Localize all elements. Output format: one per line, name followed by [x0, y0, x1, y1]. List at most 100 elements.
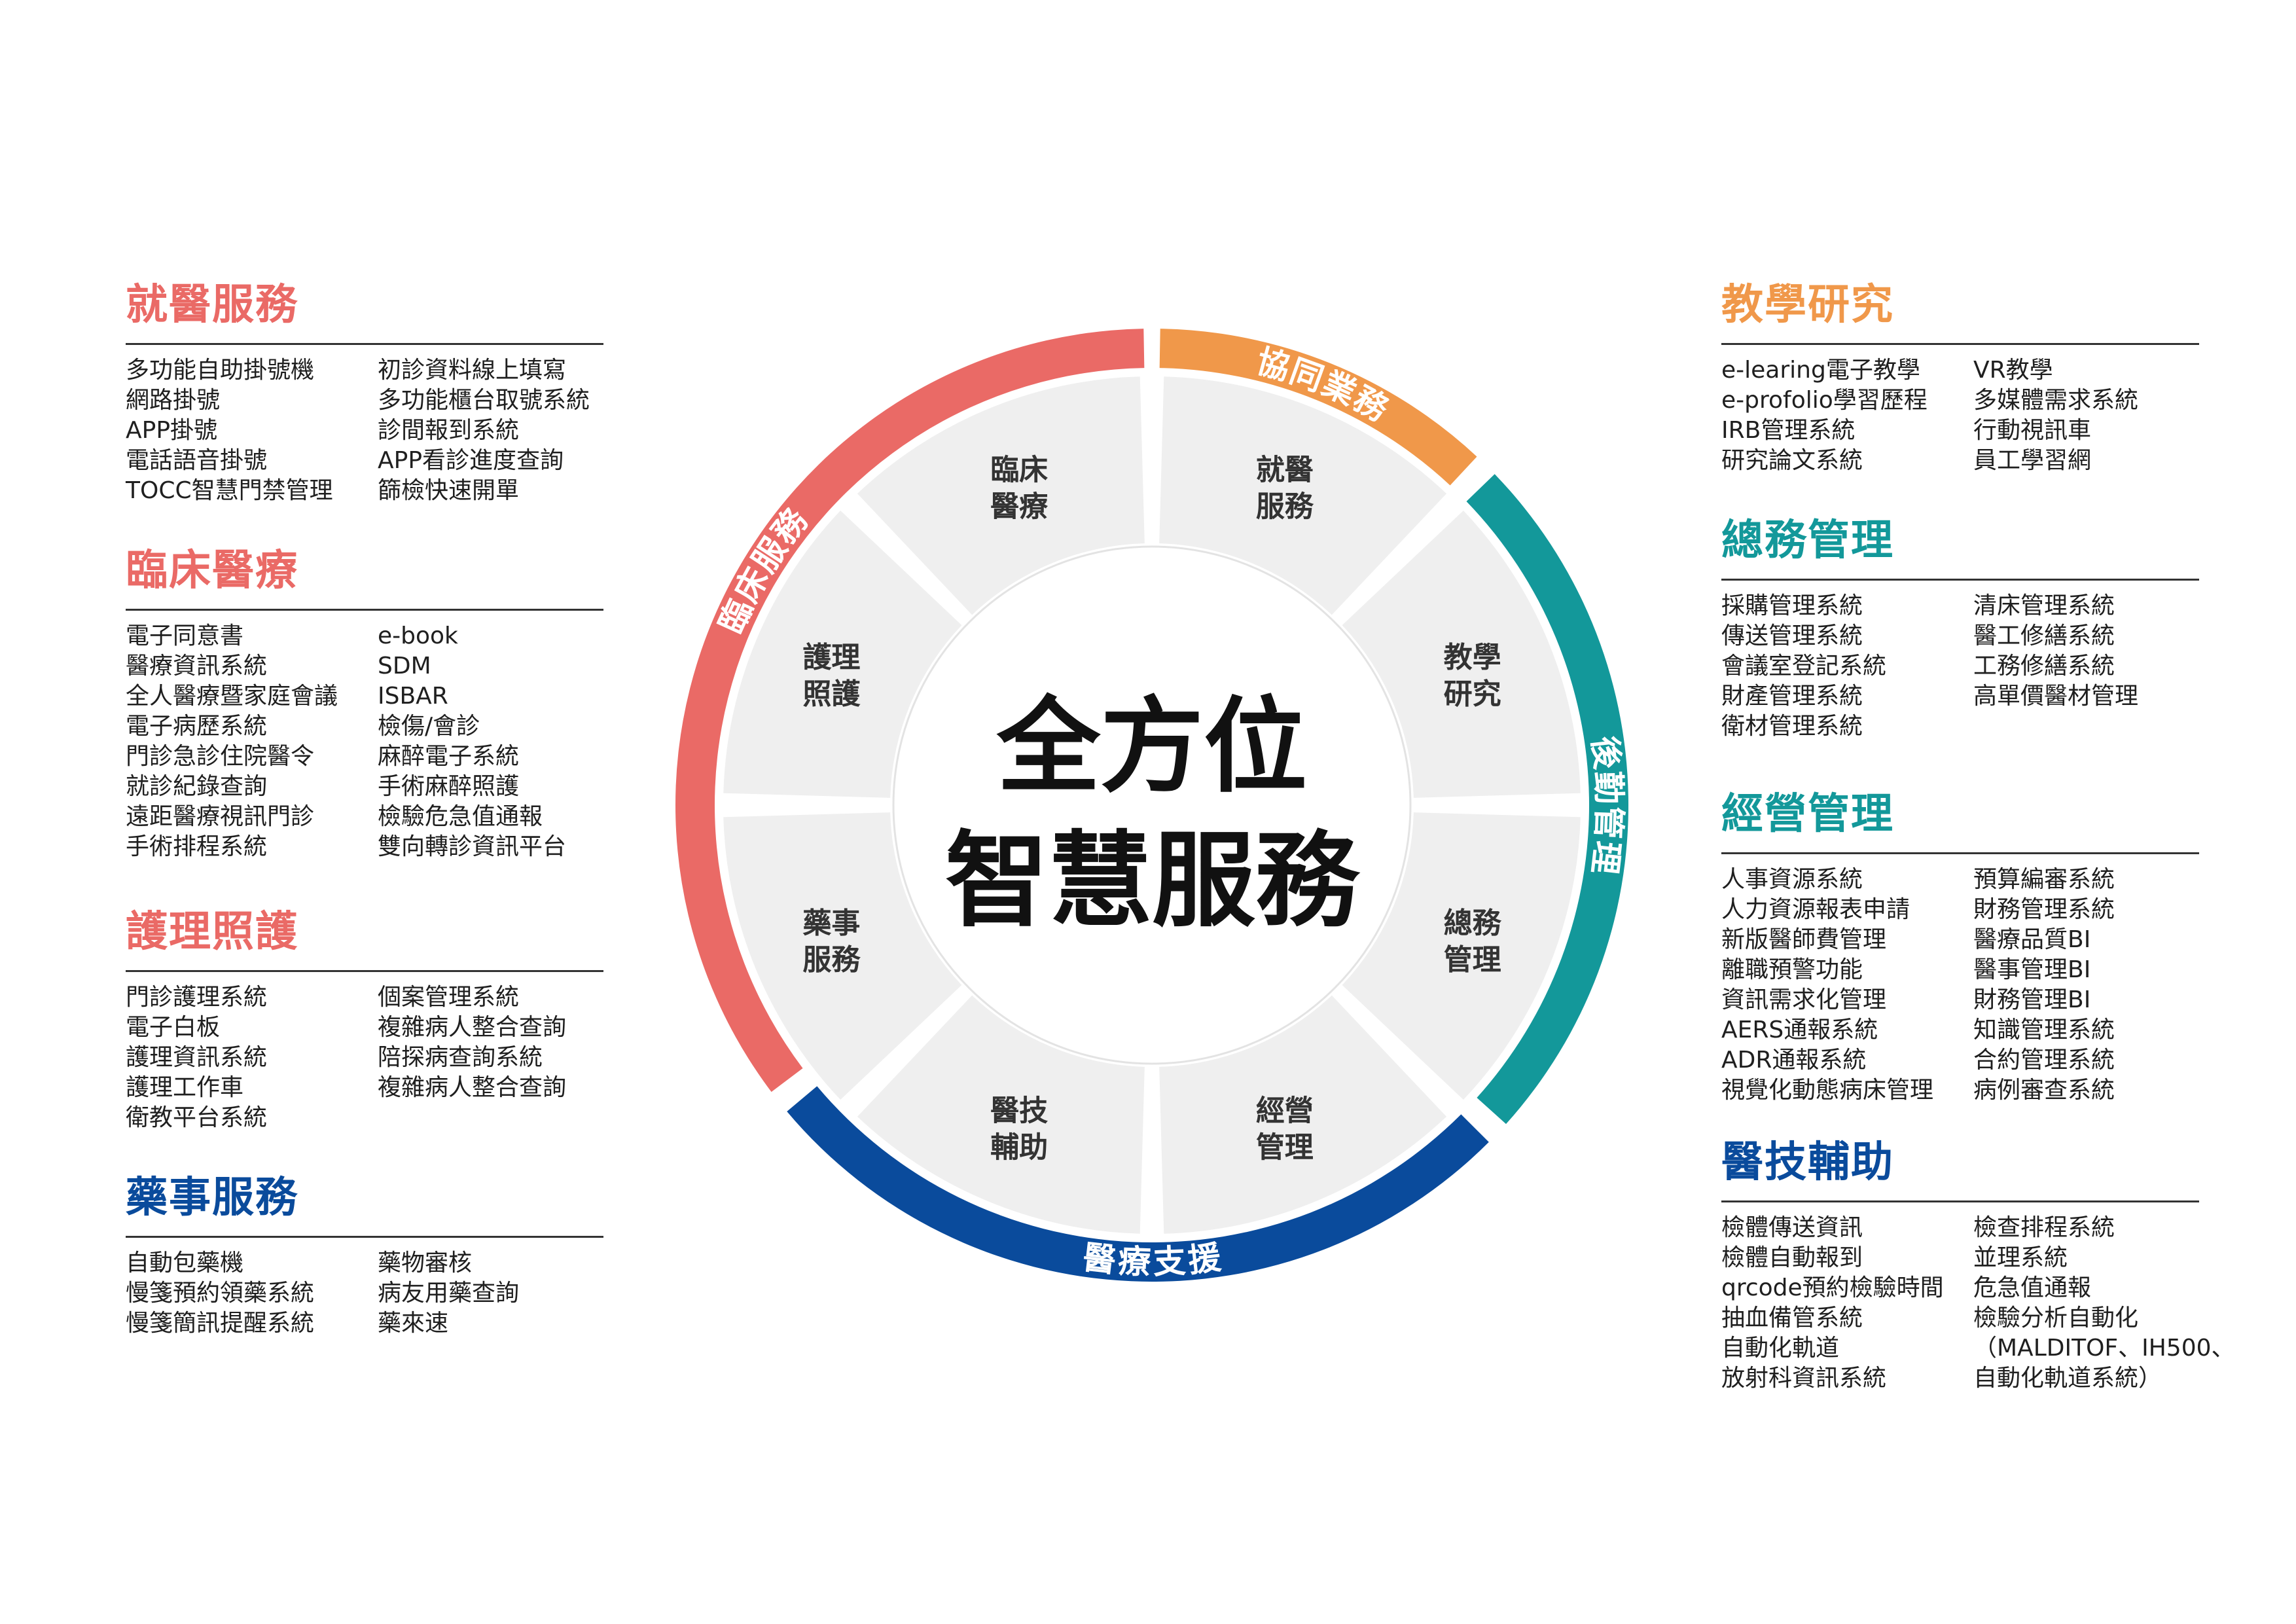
segment-label-jingying-line2: 管理	[1256, 1131, 1314, 1164]
list-item: 並理系統	[1973, 1244, 2068, 1271]
segment-huli	[723, 510, 962, 798]
list-item: 醫療資訊系統	[126, 653, 268, 679]
segment-label-zongwu-line2: 管理	[1444, 943, 1501, 977]
segment-jiuyi	[1159, 376, 1447, 615]
list-item: 醫療品質BI	[1973, 926, 2091, 953]
list-item: 抽血備管系統	[1721, 1305, 1863, 1331]
section-yaoshi-fuwu: 藥事服務 自動包藥機慢箋預約領藥系統慢箋簡訊提醒系統 藥物審核病友用藥查詢藥來速	[126, 1172, 603, 1339]
ring-label-support-char: 醫	[1081, 1238, 1118, 1280]
item-column-1: 電子同意書醫療資訊系統全人醫療暨家庭會議電子病歷系統門診急診住院醫令就診紀錄查詢…	[126, 621, 378, 862]
item-columns: 採購管理系統傳送管理系統會議室登記系統財產管理系統衛材管理系統 清床管理系統醫工…	[1721, 591, 2199, 742]
list-item: 預算編審系統	[1973, 866, 2115, 893]
list-item: 高單價醫材管理	[1973, 683, 2139, 710]
list-item: e-learing電子教學	[1721, 357, 1920, 384]
list-item: 衛材管理系統	[1721, 713, 1863, 740]
list-item: 新版醫師費管理	[1721, 926, 1887, 953]
list-item: 檢驗分析自動化	[1973, 1305, 2139, 1331]
list-item: IRB管理系統	[1721, 417, 1856, 444]
ring-label-logistics-char: 理	[1585, 839, 1626, 876]
segment-label-linchuang-line2: 醫療	[990, 490, 1048, 523]
list-item: 放射科資訊系統	[1721, 1365, 1887, 1392]
segment-label-huli-line1: 護理	[802, 641, 860, 674]
list-item: 慢箋預約領藥系統	[126, 1280, 315, 1307]
list-item: 慢箋簡訊提醒系統	[126, 1310, 315, 1337]
list-item: （MALDITOF、IH500、	[1973, 1335, 2235, 1362]
item-column-1: 採購管理系統傳送管理系統會議室登記系統財產管理系統衛材管理系統	[1721, 591, 1973, 742]
list-item: 檢傷/會診	[378, 713, 480, 740]
item-column-2: 清床管理系統醫工修繕系統工務修繕系統高單價醫材管理	[1973, 591, 2138, 742]
list-item: 員工學習網	[1973, 447, 2092, 474]
list-item: 診間報到系統	[378, 417, 520, 444]
segment-label-jiaoxue-line1: 教學	[1444, 641, 1501, 674]
section-title: 護理照護	[126, 908, 298, 956]
item-column-1: 自動包藥機慢箋預約領藥系統慢箋簡訊提醒系統	[126, 1248, 378, 1339]
list-item: 全人醫療暨家庭會議	[126, 683, 338, 710]
list-item: 個案管理系統	[378, 984, 520, 1011]
list-item: 雙向轉診資訊平台	[378, 833, 567, 860]
segment-jiaoxue	[1342, 510, 1581, 798]
list-item: 陪探病查詢系統	[378, 1044, 543, 1071]
list-item: 自動化軌道系統）	[1973, 1365, 2162, 1392]
section-divider	[1721, 343, 2199, 345]
list-item: 檢查排程系統	[1973, 1214, 2115, 1241]
list-item: 財務管理BI	[1973, 986, 2091, 1013]
list-item: 手術麻醉照護	[378, 773, 520, 800]
section-huli-zhaohu: 護理照護 門診護理系統電子白板護理資訊系統護理工作車衛教平台系統 個案管理系統複…	[126, 906, 603, 1133]
list-item: 手術排程系統	[126, 833, 268, 860]
section-title: 醫技輔助	[1721, 1138, 1894, 1187]
item-column-2: 個案管理系統複雜病人整合查詢陪探病查詢系統複雜病人整合查詢	[378, 983, 566, 1133]
list-item: SDM	[378, 653, 431, 679]
section-divider	[1721, 852, 2199, 854]
list-item: 衛教平台系統	[126, 1104, 268, 1131]
list-item: 麻醉電子系統	[378, 743, 520, 770]
segment-label-yaoshi-line2: 服務	[802, 943, 861, 977]
list-item: 電子同意書	[126, 623, 244, 649]
segment-label-jiaoxue-line2: 研究	[1444, 677, 1501, 711]
item-column-1: 門診護理系統電子白板護理資訊系統護理工作車衛教平台系統	[126, 983, 378, 1133]
list-item: VR教學	[1973, 357, 2053, 384]
list-item: 藥物審核	[378, 1250, 473, 1276]
list-item: 電子白板	[126, 1014, 221, 1041]
ring-arc-clinical	[675, 329, 1145, 1092]
list-item: 人事資源系統	[1721, 866, 1863, 893]
list-item: 網路掛號	[126, 387, 221, 414]
list-item: 病例審查系統	[1973, 1077, 2115, 1104]
section-linchuang-yiliao: 臨床醫療 電子同意書醫療資訊系統全人醫療暨家庭會議電子病歷系統門診急診住院醫令就…	[126, 545, 603, 862]
item-columns: 門診護理系統電子白板護理資訊系統護理工作車衛教平台系統 個案管理系統複雜病人整合…	[126, 983, 603, 1133]
list-item: 醫事管理BI	[1973, 956, 2091, 983]
ring-label-logistics-char: 管	[1589, 806, 1628, 840]
section-zongwu-guanli: 總務管理 採購管理系統傳送管理系統會議室登記系統財產管理系統衛材管理系統 清床管…	[1721, 514, 2199, 742]
list-item: 醫工修繕系統	[1973, 623, 2115, 649]
segment-label-jingying-line1: 經營	[1256, 1094, 1314, 1128]
list-item: e-book	[378, 623, 458, 649]
center-title-line1: 全方位	[996, 687, 1307, 807]
ring-arc-support	[787, 1086, 1489, 1282]
list-item: 檢體自動報到	[1721, 1244, 1863, 1271]
list-item: 清床管理系統	[1973, 592, 2115, 619]
list-item: 多功能櫃台取號系統	[378, 387, 590, 414]
list-item: 遠距醫療視訊門診	[126, 803, 315, 830]
list-item: APP看診進度查詢	[378, 447, 564, 474]
list-item: 自動包藥機	[126, 1250, 244, 1276]
section-divider	[126, 970, 603, 972]
item-columns: 電子同意書醫療資訊系統全人醫療暨家庭會議電子病歷系統門診急診住院醫令就診紀錄查詢…	[126, 621, 603, 862]
list-item: AERS通報系統	[1721, 1017, 1878, 1043]
list-item: 檢驗危急值通報	[378, 803, 543, 830]
segment-label-yiji-line1: 醫技	[990, 1094, 1048, 1128]
ring-arc-logistics	[1466, 474, 1629, 1125]
segment-label-huli-line2: 照護	[802, 677, 861, 711]
ring-label-support-char: 援	[1186, 1238, 1223, 1280]
ring-label-logistics-char: 後	[1585, 734, 1626, 772]
list-item: e-profolio學習歷程	[1721, 387, 1928, 414]
outer-ring	[675, 329, 1629, 1282]
